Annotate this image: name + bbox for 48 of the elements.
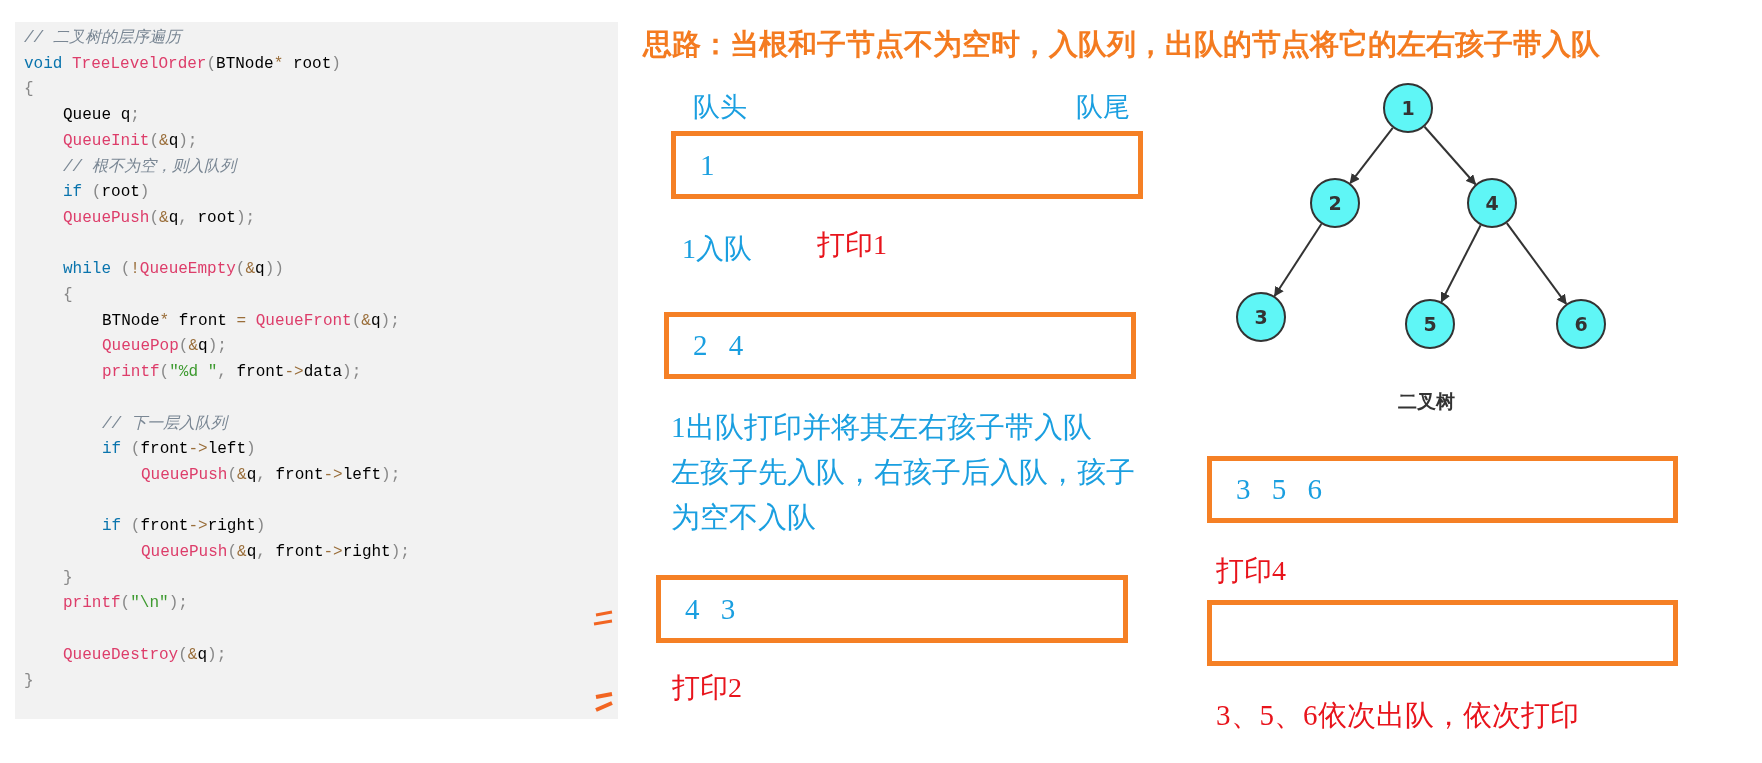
code-comment: // 根不为空，则入队列 — [63, 156, 236, 177]
print-note: 打印4 — [1216, 554, 1286, 588]
code-line: printf("\n"); — [63, 593, 188, 614]
print-note: 打印1 — [817, 228, 887, 262]
print-note: 3、5、6依次出队，依次打印 — [1216, 698, 1579, 733]
code-line: Queue q; — [63, 105, 140, 126]
tree-node-circle: 6 — [1556, 299, 1606, 349]
queue-box: 3 5 6 — [1207, 456, 1678, 523]
code-line: QueuePush(&q, front->left); — [141, 464, 401, 485]
code-line: { — [24, 79, 34, 100]
queue-tail-label: 队尾 — [1076, 91, 1130, 124]
title: 思路：当根和子节点不为空时，入队列，出队的节点将它的左右孩子带入队 — [643, 27, 1600, 62]
code-line: QueuePush(&q, front->right); — [141, 542, 410, 562]
queue-head-label: 队头 — [693, 91, 747, 124]
tree-node-circle: 5 — [1405, 299, 1455, 349]
code-line: void TreeLevelOrder(BTNode* root) — [24, 53, 341, 74]
code-line: if (root) — [63, 182, 150, 203]
arrow — [1273, 222, 1323, 298]
code-line: QueueDestroy(&q); — [63, 644, 227, 665]
step-note: 1入队 — [682, 232, 752, 266]
queue-box — [1207, 600, 1678, 666]
code-comment: // 下一层入队列 — [102, 413, 227, 434]
arrow — [1349, 126, 1394, 185]
tree-node-circle: 3 — [1236, 292, 1286, 342]
code-line: } — [63, 567, 73, 588]
code-line: } — [24, 670, 34, 691]
queue-box: 1 — [671, 131, 1143, 199]
explanation-text: 左孩子先入队，右孩子后入队，孩子为空不入队 — [671, 455, 1136, 535]
queue-box: 4 3 — [656, 575, 1128, 643]
code-line: printf("%d ", front->data); — [102, 362, 362, 383]
queue-box: 2 4 — [664, 312, 1136, 379]
code-line: if (front->right) — [102, 516, 266, 537]
code-line: QueueInit(&q); — [63, 130, 198, 151]
code-line: QueuePop(&q); — [102, 336, 227, 357]
code-line: while (!QueueEmpty(&q)) — [63, 259, 284, 280]
arrow — [1440, 224, 1482, 303]
code-line: QueuePush(&q, root); — [63, 207, 256, 228]
tree-node-circle: 4 — [1467, 178, 1517, 228]
code-line: BTNode* front = QueueFront(&q); — [102, 310, 400, 331]
arrow — [1423, 125, 1477, 186]
tree-node-circle: 2 — [1310, 178, 1360, 228]
code-line: if (front->left) — [102, 439, 256, 460]
arrow — [1505, 222, 1568, 305]
explanation-text: 1出队打印并将其左右孩子带入队 — [671, 410, 1093, 445]
print-note: 打印2 — [672, 671, 742, 705]
code-line: { — [63, 285, 73, 305]
tree-node-circle: 1 — [1383, 83, 1433, 133]
tree-caption: 二叉树 — [1398, 390, 1455, 413]
